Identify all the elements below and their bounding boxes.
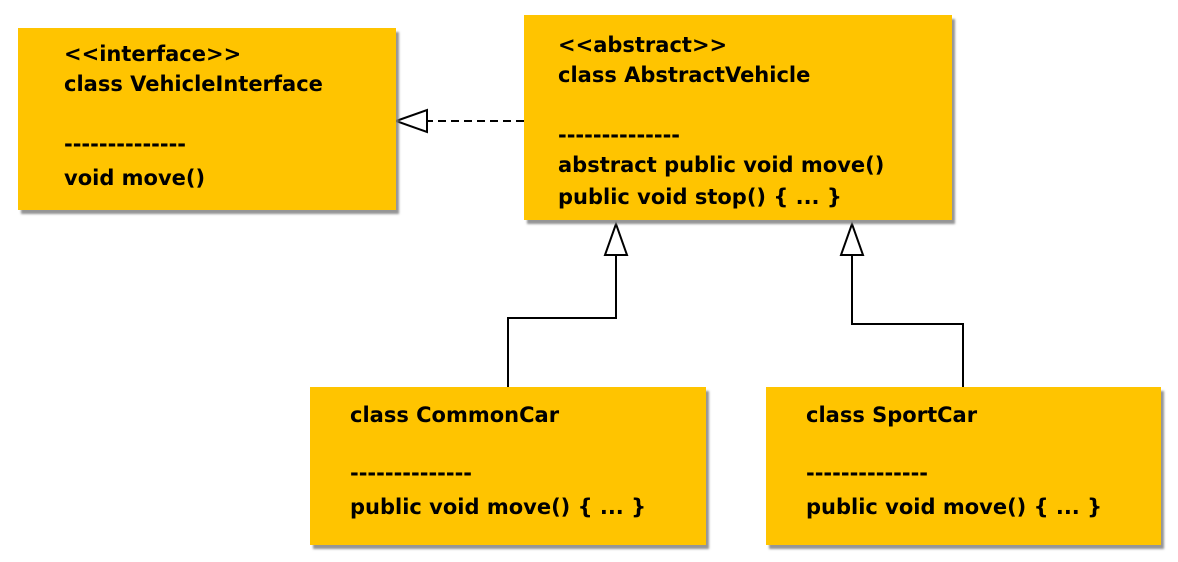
method-signature: void move() bbox=[64, 166, 206, 190]
compartment-separator: -------------- bbox=[558, 123, 681, 147]
compartment-separator: -------------- bbox=[350, 461, 473, 485]
method-signature: public void move() { ... } bbox=[806, 495, 1103, 519]
method-signature: abstract public void move() bbox=[558, 153, 885, 177]
hollow-triangle-arrowhead bbox=[393, 108, 428, 134]
compartment-separator: -------------- bbox=[806, 461, 929, 485]
generalization-commoncar-to-abstractvehicle bbox=[507, 221, 629, 387]
class-box-abstract-vehicle[interactable]: <<abstract>> class AbstractVehicle -----… bbox=[524, 15, 952, 220]
stereotype-label: <<abstract>> bbox=[558, 33, 728, 57]
class-box-common-car[interactable]: class CommonCar -------------- public vo… bbox=[310, 387, 706, 545]
realization-abstractvehicle-to-vehicleinterface bbox=[393, 108, 524, 134]
generalization-sportcar-to-abstractvehicle bbox=[839, 221, 964, 387]
class-box-vehicle-interface[interactable]: <<interface>> class VehicleInterface ---… bbox=[18, 28, 396, 210]
class-box-sport-car[interactable]: class SportCar -------------- public voi… bbox=[766, 387, 1161, 545]
class-name: class SportCar bbox=[806, 403, 978, 427]
stereotype-label: <<interface>> bbox=[64, 42, 242, 66]
method-signature: public void move() { ... } bbox=[350, 495, 647, 519]
class-name: class AbstractVehicle bbox=[558, 63, 811, 87]
compartment-separator: -------------- bbox=[64, 132, 187, 156]
hollow-triangle-arrowhead bbox=[603, 221, 629, 256]
class-name: class CommonCar bbox=[350, 403, 560, 427]
hollow-triangle-arrowhead bbox=[839, 221, 865, 256]
method-signature: public void stop() { ... } bbox=[558, 185, 842, 209]
class-name: class VehicleInterface bbox=[64, 72, 323, 96]
